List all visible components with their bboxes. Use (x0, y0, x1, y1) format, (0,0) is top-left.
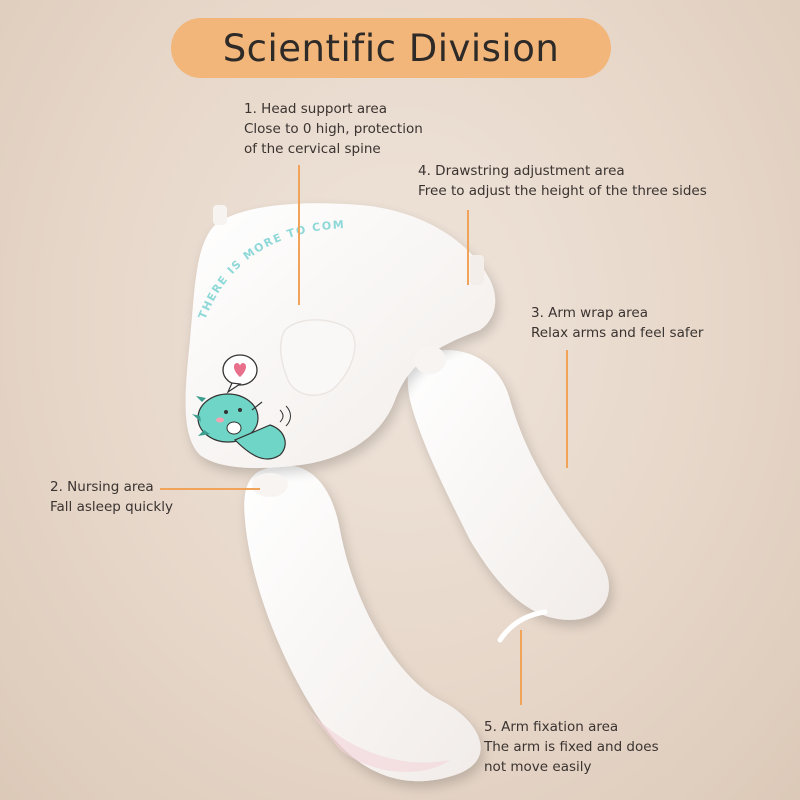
title-pill: Scientific Division (171, 18, 611, 78)
right-knot (414, 346, 446, 374)
callout-head-support: 1. Head support area Close to 0 high, pr… (244, 99, 423, 159)
left-knot (252, 473, 288, 497)
leader-line-arm-wrap (566, 350, 568, 468)
callout-arm-fixation: 5. Arm fixation area The arm is fixed an… (484, 717, 659, 777)
left-arm-tube (244, 465, 481, 782)
heart-bubble-icon (222, 354, 258, 394)
callout-heading: 5. Arm fixation area (484, 719, 619, 735)
leader-line-drawstring (467, 210, 469, 285)
callout-heading: 2. Nursing area (50, 479, 154, 495)
callout-heading: 1. Head support area (244, 101, 387, 117)
callout-line: Fall asleep quickly (50, 499, 173, 515)
callout-line: of the cervical spine (244, 141, 381, 157)
callout-line: Close to 0 high, protection (244, 121, 423, 137)
leader-line-head (298, 165, 300, 305)
callout-drawstring: 4. Drawstring adjustment area Free to ad… (418, 161, 707, 201)
head-pad (280, 319, 356, 396)
leader-line-fixation (520, 630, 522, 705)
callout-line: not move easily (484, 759, 592, 775)
callout-arm-wrap: 3. Arm wrap area Relax arms and feel saf… (531, 303, 703, 343)
fixation-strap (497, 609, 548, 643)
callout-line: Free to adjust the height of the three s… (418, 183, 707, 199)
dinosaur-icon (192, 393, 291, 460)
page-title: Scientific Division (222, 26, 560, 70)
left-tube-underside (300, 700, 450, 772)
callout-nursing: 2. Nursing area Fall asleep quickly (50, 477, 173, 517)
callout-line: The arm is fixed and does (484, 739, 659, 755)
callout-heading: 4. Drawstring adjustment area (418, 163, 625, 179)
leader-line-nursing (160, 488, 260, 490)
drawstring-tab (470, 255, 484, 285)
callout-line: Relax arms and feel safer (531, 325, 704, 341)
callout-heading: 3. Arm wrap area (531, 305, 648, 321)
tab-left (213, 205, 227, 225)
right-arm-tube (407, 350, 609, 620)
